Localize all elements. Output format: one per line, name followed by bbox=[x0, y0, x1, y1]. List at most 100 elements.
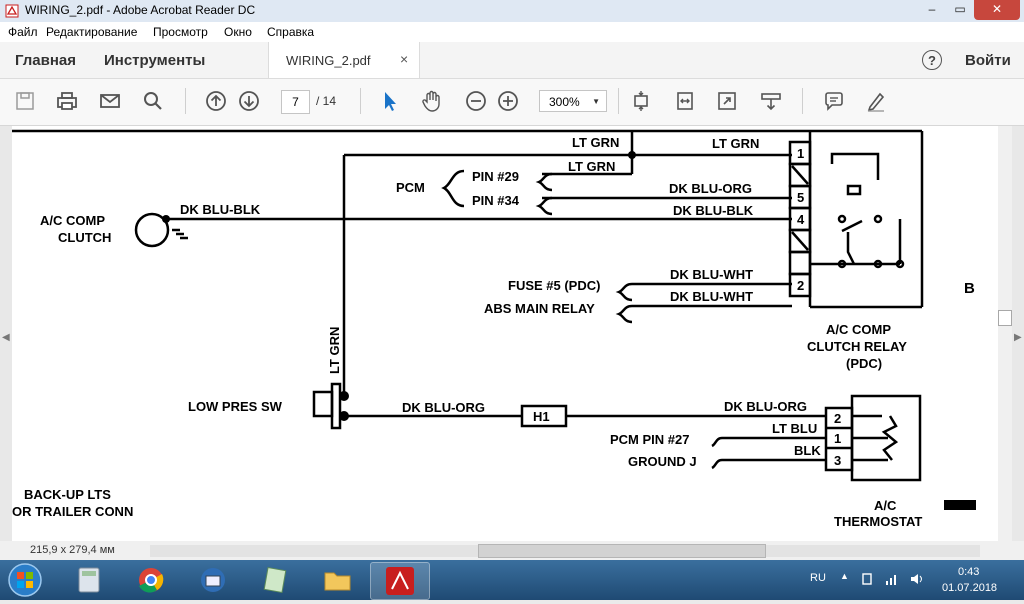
backup-lts-label: BACK-UP LTS bbox=[24, 487, 111, 502]
wire-label-lt-grn-3: LT GRN bbox=[568, 159, 615, 174]
help-icon[interactable]: ? bbox=[922, 50, 942, 70]
taskbar: RU ▲ 0:43 01.07.2018 bbox=[0, 560, 1024, 600]
chrome-icon bbox=[139, 568, 164, 593]
taskbar-thunderbird[interactable] bbox=[184, 562, 242, 598]
tray-expand-icon[interactable]: ▲ bbox=[840, 571, 849, 581]
menu-view[interactable]: Просмотр bbox=[153, 25, 208, 39]
thunderbird-icon bbox=[201, 568, 225, 592]
zoom-in-icon[interactable] bbox=[496, 89, 520, 113]
select-cursor-icon[interactable] bbox=[378, 89, 402, 113]
menu-help[interactable]: Справка bbox=[267, 25, 315, 39]
thermostat-pin-2: 2 bbox=[834, 411, 841, 426]
email-icon[interactable] bbox=[98, 89, 122, 113]
tab-document[interactable]: WIRING_2.pdf × bbox=[268, 42, 420, 78]
login-button[interactable]: Войти bbox=[965, 52, 1011, 69]
wire-label-dk-blu-blk-1: DK BLU-BLK bbox=[180, 202, 261, 217]
close-window-button[interactable]: ✕ bbox=[974, 0, 1020, 20]
toolbar: 7 / 14 300% ▼ bbox=[0, 79, 1024, 126]
vertical-scrollbar[interactable] bbox=[998, 126, 1012, 541]
section-marker-b: B bbox=[964, 280, 975, 297]
wire-label-lt-grn-vertical: LT GRN bbox=[327, 327, 342, 374]
page-up-icon[interactable] bbox=[204, 89, 228, 113]
taskbar-chrome[interactable] bbox=[122, 562, 180, 598]
device-icon[interactable] bbox=[860, 572, 874, 586]
wire-label-dk-blu-blk-2: DK BLU-BLK bbox=[673, 203, 754, 218]
document-tab-label: WIRING_2.pdf bbox=[286, 53, 371, 68]
signal-icon[interactable] bbox=[885, 572, 899, 586]
search-icon[interactable] bbox=[141, 89, 165, 113]
start-button-icon[interactable] bbox=[6, 562, 44, 598]
tab-tools[interactable]: Инструменты bbox=[104, 52, 206, 69]
clock-date[interactable]: 01.07.2018 bbox=[942, 582, 998, 594]
wire-label-dk-blu-wht-1: DK BLU-WHT bbox=[670, 267, 753, 282]
ac-comp-label: A/C COMP bbox=[40, 213, 105, 228]
pcm-pin27-label: PCM PIN #27 bbox=[610, 432, 689, 447]
low-pres-sw-label: LOW PRES SW bbox=[188, 399, 283, 414]
abs-relay-label: ABS MAIN RELAY bbox=[484, 301, 595, 316]
pin34-label: PIN #34 bbox=[472, 193, 520, 208]
taskbar-notes[interactable] bbox=[246, 562, 304, 598]
page-number-input[interactable]: 7 bbox=[281, 90, 310, 114]
relay-pin-1: 1 bbox=[797, 146, 804, 161]
thermostat-pin-3: 3 bbox=[834, 453, 841, 468]
tab-bar: Главная Инструменты WIRING_2.pdf × ? Вой… bbox=[0, 42, 1024, 79]
document-area: ◀ ▶ bbox=[0, 126, 1024, 560]
wiring-diagram: LT GRN LT GRN LT GRN PCM PIN #29 PIN #34… bbox=[12, 129, 976, 529]
fuse-label: FUSE #5 (PDC) bbox=[508, 278, 600, 293]
chevron-down-icon: ▼ bbox=[592, 97, 600, 106]
close-tab-icon[interactable]: × bbox=[400, 51, 409, 67]
wire-label-dk-blu-org-3: DK BLU-ORG bbox=[724, 399, 807, 414]
taskbar-calculator[interactable] bbox=[60, 562, 118, 598]
menu-file[interactable]: Файл bbox=[8, 25, 38, 39]
download-icon[interactable] bbox=[759, 89, 783, 113]
trailer-conn-label: OR TRAILER CONN bbox=[12, 504, 133, 519]
thermostat-title-1: A/C bbox=[874, 498, 897, 513]
wire-label-lt-grn-top: LT GRN bbox=[572, 135, 619, 150]
title-bar: WIRING_2.pdf - Adobe Acrobat Reader DC –… bbox=[0, 0, 1024, 23]
wire-label-dk-blu-wht-2: DK BLU-WHT bbox=[670, 289, 753, 304]
taskbar-explorer[interactable] bbox=[308, 562, 366, 598]
prev-page-arrow-icon[interactable]: ◀ bbox=[2, 332, 10, 343]
volume-icon[interactable] bbox=[910, 572, 924, 586]
print-icon[interactable] bbox=[55, 89, 79, 113]
thermostat-pin-1: 1 bbox=[834, 431, 841, 446]
zoom-out-icon[interactable] bbox=[464, 89, 488, 113]
save-icon[interactable] bbox=[13, 89, 37, 113]
folder-icon bbox=[324, 572, 351, 591]
highlight-pen-icon[interactable] bbox=[864, 89, 888, 113]
comment-icon[interactable] bbox=[822, 89, 846, 113]
zoom-select[interactable]: 300% ▼ bbox=[539, 90, 607, 112]
notes-icon bbox=[263, 567, 287, 593]
connector-h1-label: H1 bbox=[533, 409, 550, 424]
page-total: / 14 bbox=[316, 94, 337, 108]
tab-home[interactable]: Главная bbox=[15, 52, 77, 69]
taskbar-acrobat[interactable] bbox=[370, 562, 430, 600]
wire-label-lt-blu: LT BLU bbox=[772, 421, 817, 436]
calculator-icon bbox=[78, 567, 100, 593]
next-page-arrow-icon[interactable]: ▶ bbox=[1014, 332, 1022, 343]
fit-width-icon[interactable] bbox=[673, 89, 697, 113]
fit-page-icon[interactable] bbox=[629, 89, 653, 113]
wire-label-dk-blu-org-2: DK BLU-ORG bbox=[402, 400, 485, 415]
clock-time[interactable]: 0:43 bbox=[958, 566, 980, 578]
menu-edit[interactable]: Редактирование bbox=[46, 25, 138, 39]
window-title: WIRING_2.pdf - Adobe Acrobat Reader DC bbox=[25, 3, 256, 17]
menu-window[interactable]: Окно bbox=[224, 25, 252, 39]
pcm-label: PCM bbox=[396, 180, 425, 195]
pdf-page: LT GRN LT GRN LT GRN PCM PIN #29 PIN #34… bbox=[12, 126, 998, 541]
page-down-icon[interactable] bbox=[237, 89, 261, 113]
acrobat-app-icon bbox=[5, 4, 19, 18]
full-screen-icon[interactable] bbox=[715, 89, 739, 113]
vertical-scroll-thumb[interactable] bbox=[998, 310, 1012, 326]
thermostat-title-2: THERMOSTAT bbox=[834, 514, 922, 529]
maximize-button[interactable]: ▭ bbox=[954, 2, 966, 16]
page-size-label: 215,9 x 279,4 мм bbox=[30, 544, 115, 556]
wire-label-lt-grn-2: LT GRN bbox=[712, 136, 759, 151]
hand-tool-icon[interactable] bbox=[420, 89, 444, 113]
language-indicator[interactable]: RU bbox=[810, 572, 826, 584]
minimize-button[interactable]: – bbox=[928, 2, 936, 16]
pin29-label: PIN #29 bbox=[472, 169, 519, 184]
menu-bar: Файл Редактирование Просмотр Окно Справк… bbox=[0, 22, 1024, 42]
horizontal-scroll-thumb[interactable] bbox=[478, 544, 766, 558]
acrobat-icon bbox=[386, 567, 414, 595]
